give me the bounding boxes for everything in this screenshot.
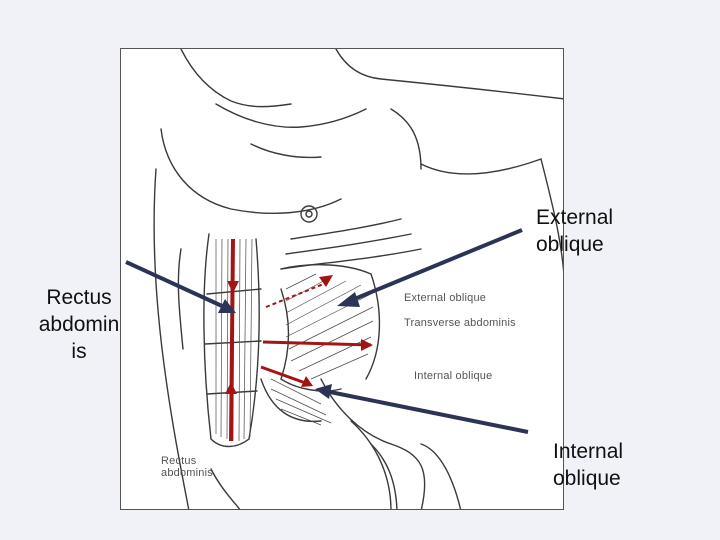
label-transverse-abdominis: Transverse abdominis [404,317,516,329]
callout-rectus-line2: abdomin [38,313,120,336]
callout-internal-oblique-line2: oblique [553,467,621,490]
callout-rectus-line3: is [71,340,87,363]
muscle-fibers [215,238,374,442]
label-internal-oblique: Internal oblique [414,370,493,382]
muscle-arrowheads [225,275,373,394]
callout-rectus-line1: Rectus [46,286,112,309]
callout-rectus-abdominis: Rectus abdomin is [30,284,128,365]
callout-internal-oblique: Internal oblique [553,438,623,492]
callout-external-oblique-line2: oblique [536,233,604,256]
callout-internal-oblique-line1: Internal [553,440,624,463]
label-external-oblique: External oblique [404,292,487,304]
callout-external-oblique: External oblique [536,204,613,258]
callout-external-oblique-line1: External [536,206,614,229]
anatomy-figure: External oblique Transverse abdominis In… [120,48,564,510]
muscle-direction-arrows [229,238,372,442]
label-rectus-line2: abdominis [161,467,213,479]
label-rectus-line1: Rectus [161,455,197,467]
body-outline [153,49,563,509]
anatomy-drawing [153,49,563,509]
